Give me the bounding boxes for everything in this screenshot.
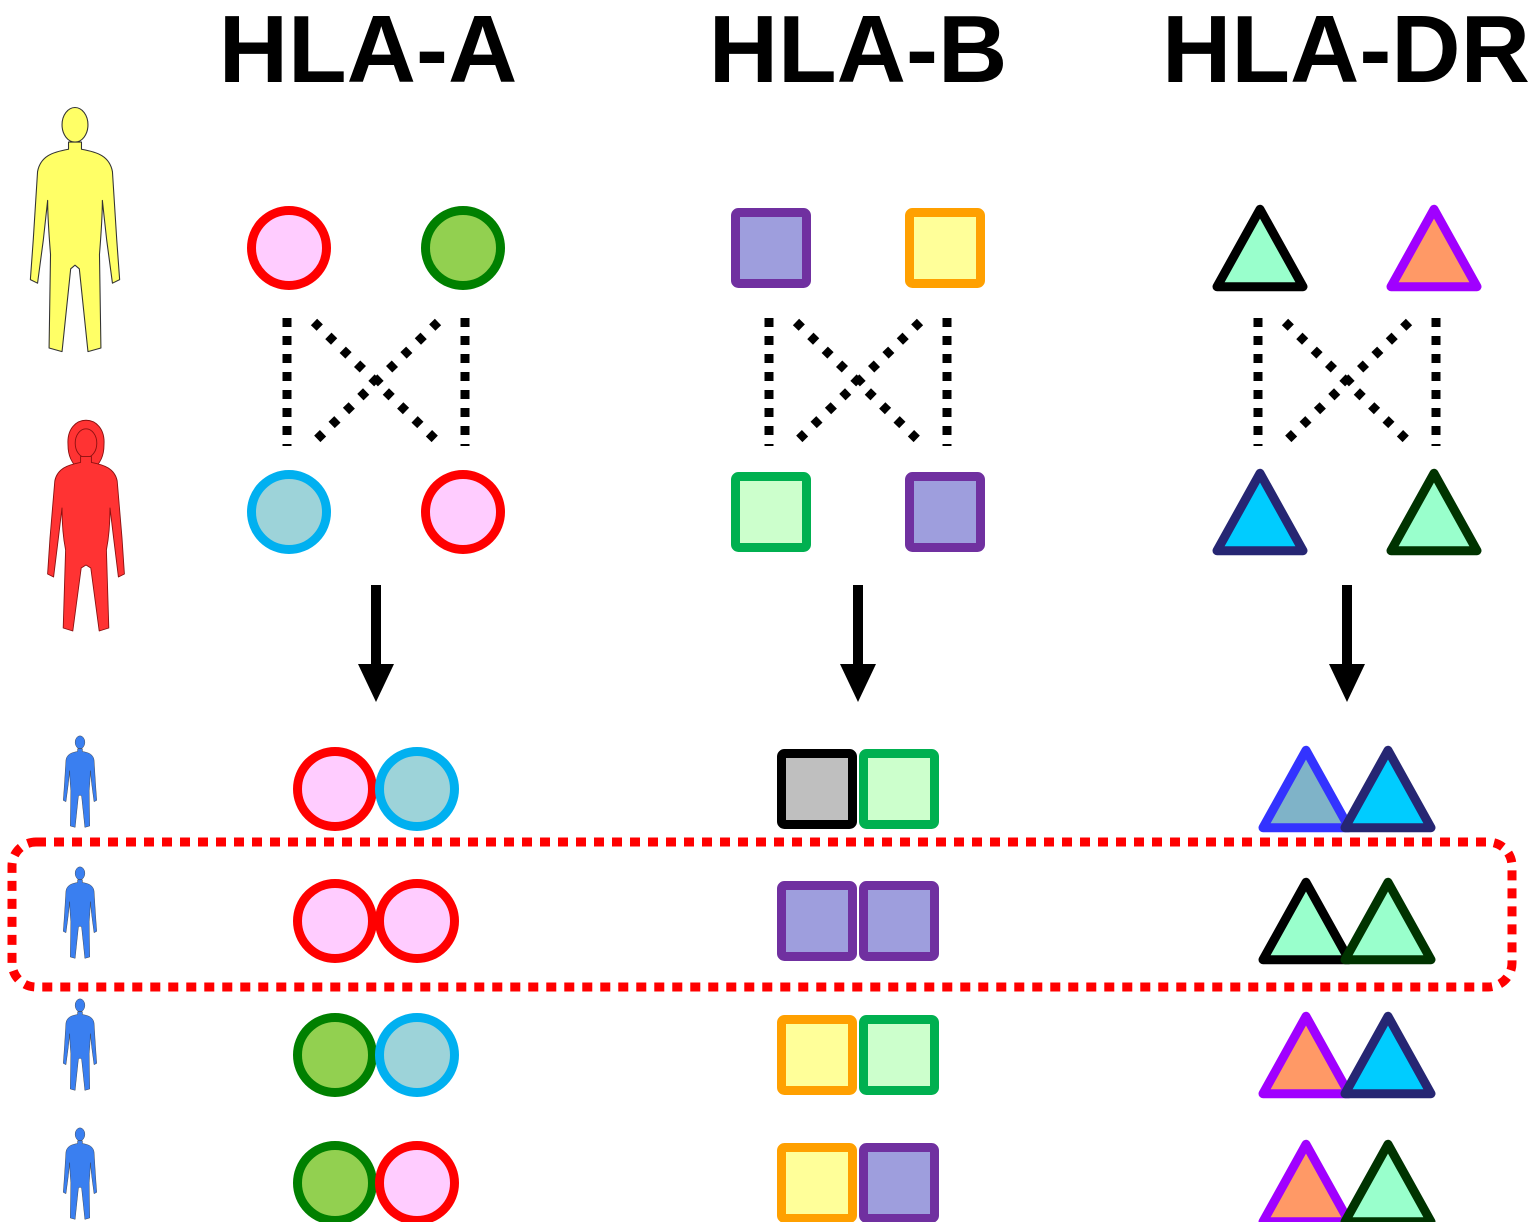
hla-b-child2-allele-2 [859,881,939,961]
hla-b-arrow-head [840,664,876,702]
child-figure-icon-2 [63,866,97,959]
hla-b-child4-allele-2 [859,1143,939,1222]
hla-b-father-allele-2 [905,208,985,288]
hla-a-mother-allele-2 [421,470,505,554]
hla-b-child1-allele-2 [859,749,939,829]
hla-dr-child4-allele-2 [1340,1139,1436,1222]
hla-b-father-allele-1 [731,208,811,288]
hla-b-mother-allele-2 [905,472,985,552]
hla-a-arrow-head [358,664,394,702]
crossover-lines [282,318,1441,446]
hla-a-child2-allele-2 [375,879,459,963]
hla-a-child4-allele-1 [293,1141,377,1222]
hla-dr-child2-allele-1 [1258,877,1354,965]
hla-a-child3-allele-1 [293,1013,377,1097]
hla-dr-father-allele-1 [1212,204,1308,292]
hla-dr-child2-allele-2 [1340,877,1436,965]
hla-b-child3-allele-2 [859,1015,939,1095]
hla-b-child2-allele-1 [777,881,857,961]
hla-dr-child1-allele-2 [1340,745,1436,833]
hla-b-child3-allele-1 [777,1015,857,1095]
header-hla-dr: HLA-DR [1162,0,1529,103]
header-hla-b: HLA-B [708,0,1008,103]
hla-a-child4-allele-2 [375,1141,459,1222]
man-figure-icon [29,106,121,353]
child-figure-icon-1 [63,735,97,828]
hla-b-child1-allele-1 [777,749,857,829]
hla-a-link-cross-2 [310,318,442,446]
hla-a-child1-allele-1 [293,747,377,831]
hla-dr-father-allele-2 [1386,204,1482,292]
child-figure-icon-4 [63,1127,97,1220]
hla-b-child4-allele-1 [777,1143,857,1222]
hla-b-mother-allele-1 [731,472,811,552]
hla-dr-child3-allele-2 [1340,1011,1436,1099]
hla-a-mother-allele-1 [247,470,331,554]
hla-a-father-allele-1 [247,206,331,290]
hla-a-child1-allele-2 [375,747,459,831]
people-layer [29,106,125,1220]
hla-dr-child1-allele-1 [1258,745,1354,833]
hla-a-child3-allele-2 [375,1013,459,1097]
hla-dr-arrow-head [1329,664,1365,702]
header-hla-a: HLA-A [218,0,518,103]
arrows [358,585,1365,702]
match-highlight-box [7,837,1517,992]
hla-dr-mother-allele-2 [1386,468,1482,556]
alleles [247,204,1482,1222]
hla-dr-mother-allele-1 [1212,468,1308,556]
hla-b-link-cross-2 [792,318,924,446]
woman-figure-icon [47,420,125,632]
hla-dr-child3-allele-1 [1258,1011,1354,1099]
hla-dr-link-cross-2 [1281,318,1413,446]
hla-dr-child4-allele-1 [1258,1139,1354,1222]
child-figure-icon-3 [63,998,97,1091]
highlight-layer [7,837,1517,992]
hla-a-child2-allele-1 [293,879,377,963]
hla-a-father-allele-2 [421,206,505,290]
